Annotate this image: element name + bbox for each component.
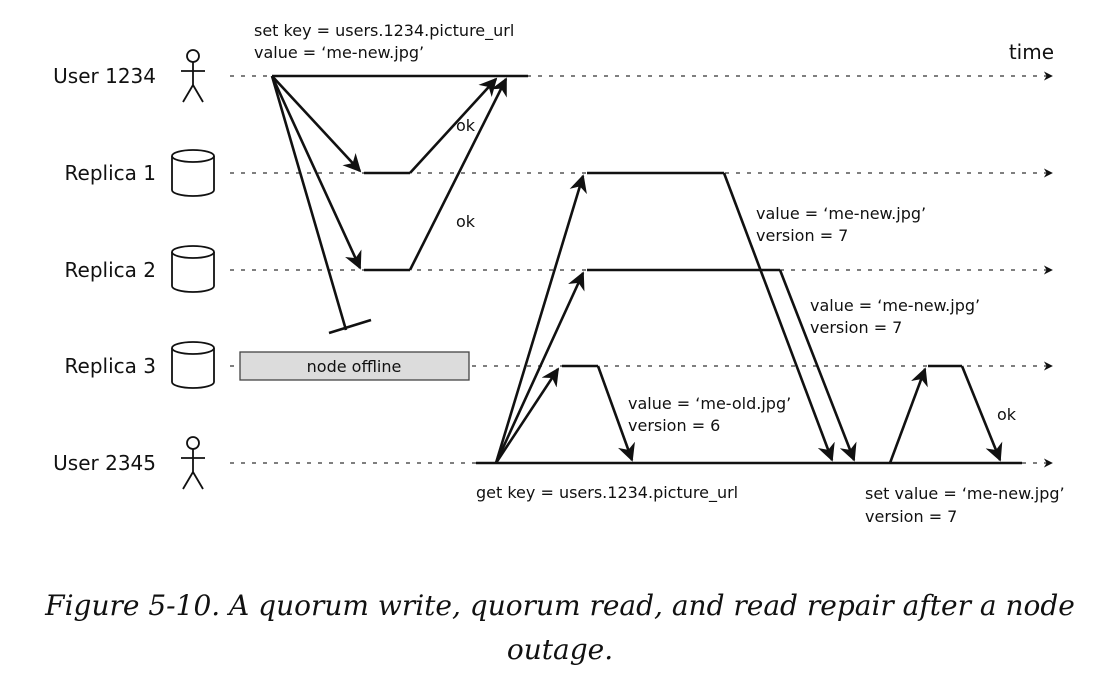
read-request-arrow-replica-1	[494, 174, 587, 464]
read-response-arrow-replica-1	[722, 172, 835, 462]
read-response-label-replica-3-value: value = ‘me-old.jpg’	[628, 394, 791, 413]
write-request-label-value: value = ‘me-new.jpg’	[254, 43, 424, 62]
database-icon	[171, 341, 215, 389]
write-ack-label-replica-1: ok	[456, 116, 476, 135]
write-ack-arrow-replica-2	[408, 77, 508, 271]
read-repair-label-version: version = 7	[865, 507, 957, 526]
read-repair-ack-label: ok	[997, 405, 1017, 424]
figure-caption-line-1: Figure 5-10. A quorum write, quorum read…	[45, 589, 1075, 622]
read-repair-label-value: set value = ‘me-new.jpg’	[865, 484, 1065, 503]
read-request-arrow-replica-3	[494, 367, 560, 464]
read-response-label-replica-1-version: version = 7	[756, 226, 848, 245]
read-repair-ack-arrow	[960, 365, 1003, 462]
lane-label-user-1234: User 1234	[53, 64, 156, 88]
read-response-label-replica-1-value: value = ‘me-new.jpg’	[756, 204, 926, 223]
lane-label-user-2345: User 2345	[53, 451, 156, 475]
write-request-arrow-replica-2	[270, 75, 362, 270]
lane-label-replica-1: Replica 1	[65, 161, 156, 185]
read-response-label-replica-2-value: value = ‘me-new.jpg’	[810, 296, 980, 315]
person-icon	[181, 436, 205, 490]
write-ack-arrow-replica-1	[409, 77, 498, 174]
person-icon	[181, 49, 205, 103]
node-offline-box	[239, 351, 470, 381]
node-offline-label: node offline	[307, 357, 402, 376]
figure-caption-line-2: outage.	[506, 633, 614, 666]
read-response-arrow-replica-2	[778, 269, 857, 462]
read-request-arrow-replica-2	[494, 271, 585, 464]
quorum-sequence-diagram: User 1234 Replica 1 Replica 2 Replica 3 …	[53, 21, 1065, 526]
database-icon	[171, 149, 215, 197]
read-response-arrow-replica-3	[596, 365, 635, 462]
time-axis-label: time	[1009, 40, 1054, 64]
write-ack-label-replica-2: ok	[456, 212, 476, 231]
lost-message-cross-mark	[328, 318, 372, 335]
read-response-label-replica-2-version: version = 7	[810, 318, 902, 337]
read-repair-request-arrow	[888, 367, 928, 464]
write-request-arrow-replica-3-lost	[270, 75, 348, 331]
write-request-label-key: set key = users.1234.picture_url	[254, 21, 514, 41]
lane-label-replica-2: Replica 2	[65, 258, 156, 282]
read-request-label: get key = users.1234.picture_url	[476, 483, 738, 503]
read-response-label-replica-3-version: version = 6	[628, 416, 720, 435]
write-request-arrow-replica-1	[271, 75, 362, 173]
figure-caption: Figure 5-10. A quorum write, quorum read…	[0, 584, 1120, 672]
lane-label-replica-3: Replica 3	[65, 354, 156, 378]
database-icon	[171, 245, 215, 293]
